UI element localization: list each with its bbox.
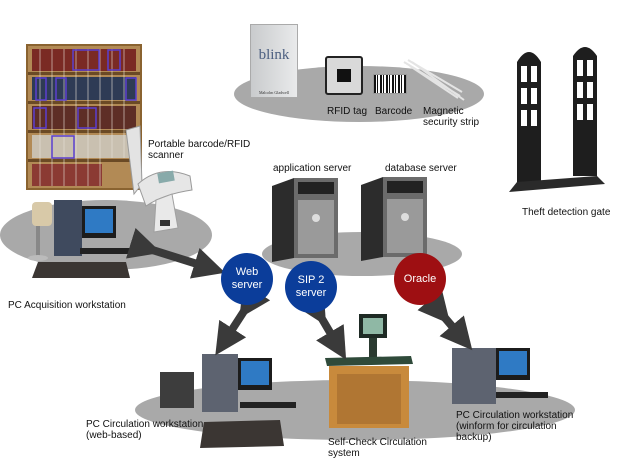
theft-gate-image xyxy=(505,42,615,192)
application-server-label: application server xyxy=(273,163,352,174)
portable-scanner-label: Portable barcode/RFID scanner xyxy=(148,139,251,161)
book-author: Malcolm Gladwell xyxy=(258,90,290,95)
desktop-computer-icon xyxy=(28,200,130,278)
database-server-image xyxy=(361,177,427,261)
security-gate-icon xyxy=(509,47,605,192)
rfid-tag-image xyxy=(325,56,363,95)
database-server-label: database server xyxy=(385,163,457,174)
barcode-label: Barcode xyxy=(375,106,413,117)
arrow-oracle-winform xyxy=(417,289,473,351)
magnetic-strip-label: Magnetic security strip xyxy=(423,106,480,128)
arrow-sip2-selfcheck xyxy=(296,290,347,360)
server-tower-icon xyxy=(272,178,338,262)
acquisition-workstation-label: PC Acquisition workstation xyxy=(8,300,126,311)
book-image: blink Malcolm Gladwell xyxy=(250,24,298,98)
rfid-tag-label: RFID tag xyxy=(327,106,368,117)
desktop-computer-icon xyxy=(160,354,296,448)
theft-gate-label: Theft detection gate xyxy=(522,207,611,218)
rfid-chip-icon xyxy=(337,69,351,82)
oracle-node: Oracle xyxy=(394,253,446,305)
circulation-winform-workstation-image xyxy=(450,346,550,406)
self-check-label: Self-Check Circulation system xyxy=(328,437,427,459)
book-title: blink xyxy=(258,47,290,63)
desktop-computer-icon xyxy=(452,348,548,404)
circulation-winform-label: PC Circulation workstation (winform for … xyxy=(456,410,574,443)
acquisition-workstation-image xyxy=(18,200,138,280)
circulation-web-workstation-image xyxy=(160,350,300,450)
server-tower-icon xyxy=(361,177,427,261)
self-check-kiosk-icon xyxy=(325,314,413,428)
circulation-web-label: PC Circulation workstation (web-based) xyxy=(86,419,204,441)
web-server-node: Web server xyxy=(221,253,273,305)
arrow-acquisition-web xyxy=(125,227,226,279)
bookshelf-image xyxy=(26,44,142,190)
arrow-web-circulation xyxy=(215,282,271,356)
self-check-image xyxy=(325,312,415,430)
bookshelf-icon xyxy=(28,49,140,186)
sip2-server-node: SIP 2 server xyxy=(285,261,337,313)
application-server-image xyxy=(272,178,338,262)
handheld-scanner-icon xyxy=(125,125,193,233)
portable-scanner-image xyxy=(120,124,200,234)
